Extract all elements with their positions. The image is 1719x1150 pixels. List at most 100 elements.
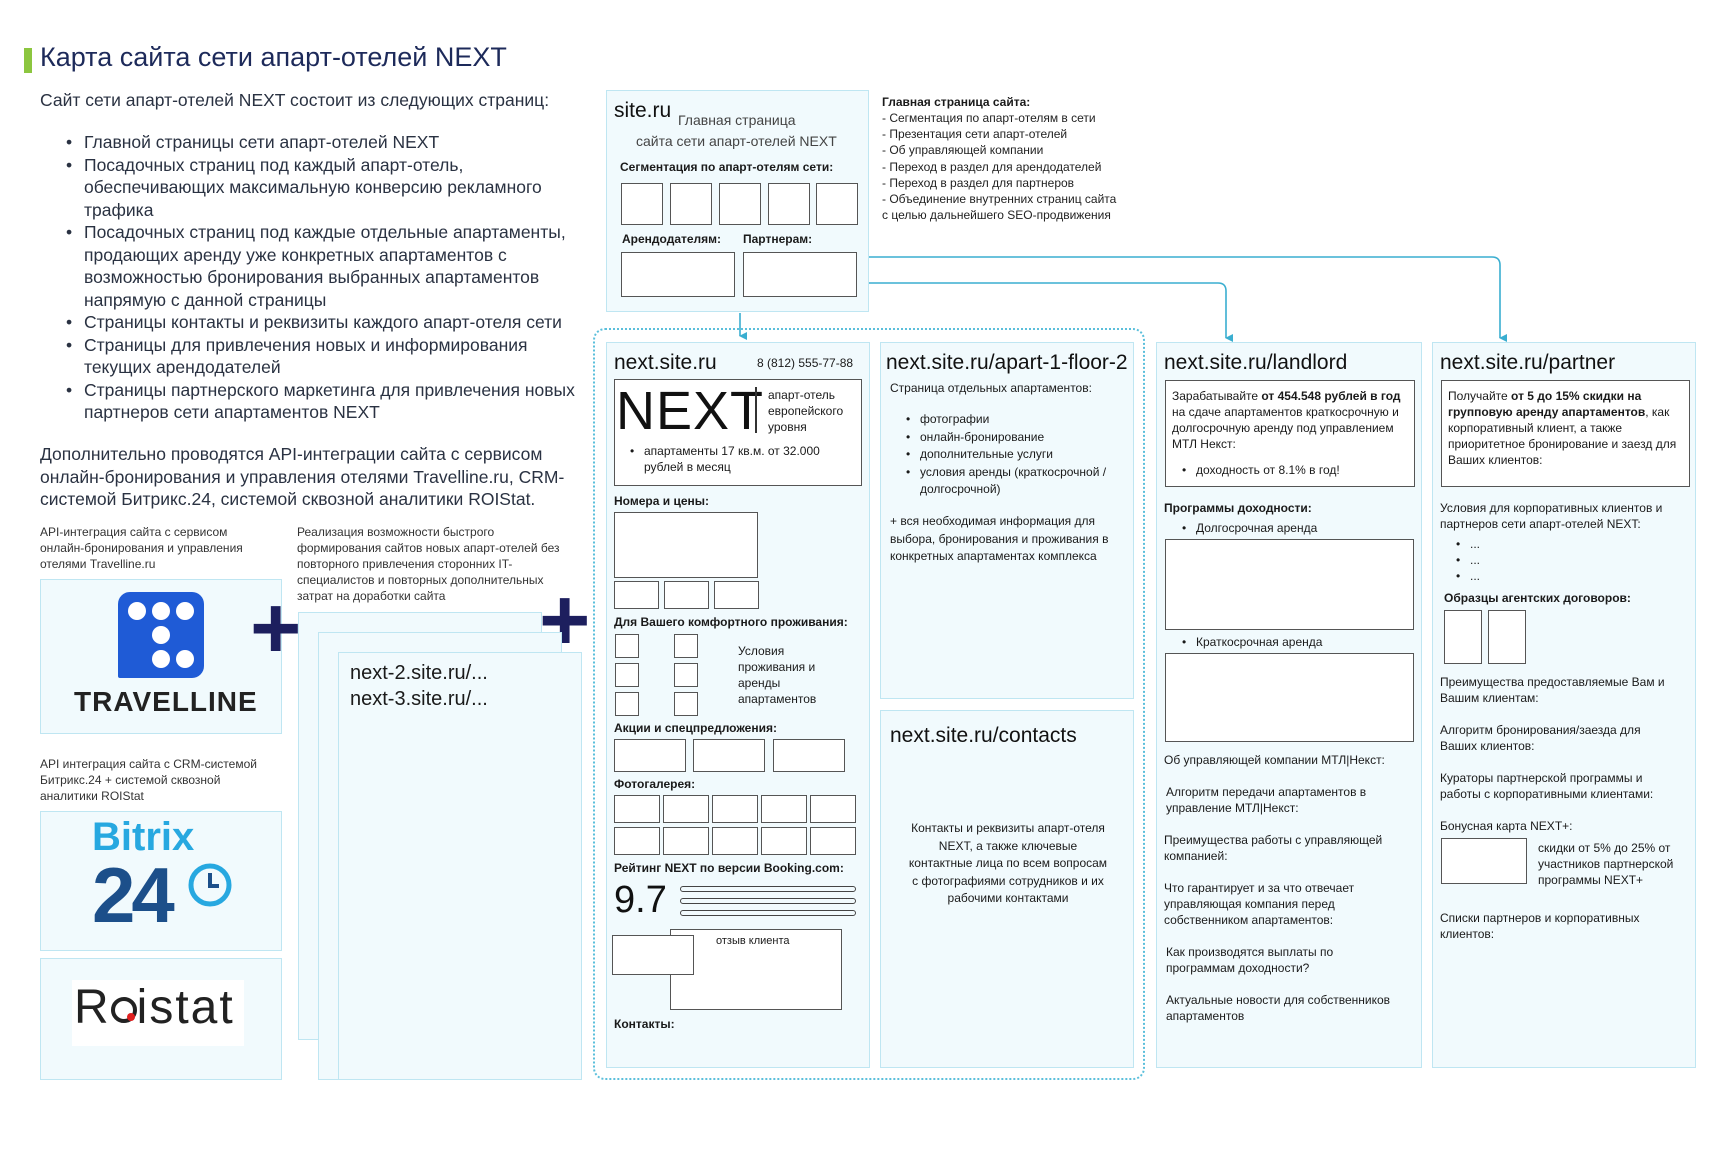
apart-extra: + вся необходимая информация для выбора,… xyxy=(890,514,1109,563)
landlord-text: Преимущества работы с управляющей компан… xyxy=(1164,833,1383,863)
apart-desc: Страница отдельных апартаментов: xyxy=(890,381,1092,395)
main-desc-list: - Сегментация по апарт-отелям в сети - П… xyxy=(882,110,1116,223)
bonus-text: скидки от 5% до 25% от участников партне… xyxy=(1538,841,1674,887)
partner-lists: Списки партнеров и корпоративных клиенто… xyxy=(1440,911,1640,941)
review-photo xyxy=(612,935,694,975)
gallery-photo xyxy=(761,795,807,823)
hotel-thumb xyxy=(719,183,761,225)
partner-conditions: Условия для корпоративных клиентов и пар… xyxy=(1440,501,1663,531)
landlord-offer-item: доходность от 8.1% в год! xyxy=(1180,462,1406,478)
apart-item: условия аренды (краткосрочной / долгосро… xyxy=(904,464,1126,499)
hotel-tagline: апарт-отель европейского уровня xyxy=(768,388,844,434)
rating-bar xyxy=(680,886,856,892)
landlord-offer-pre: Зарабатывайте xyxy=(1172,389,1262,403)
partner-advantages: Преимущества предоставляемые Вам и Вашим… xyxy=(1440,675,1665,705)
partner-dot-item: ... xyxy=(1454,536,1480,552)
comfort-checkbox xyxy=(615,663,639,687)
hotel-thumb xyxy=(621,183,663,225)
roistat-logo-rest: istat xyxy=(136,981,235,1034)
gallery-photo xyxy=(614,827,660,855)
gallery-photo xyxy=(663,795,709,823)
partner-offer-pre: Получайте xyxy=(1448,389,1512,403)
hotel-phone: 8 (812) 555-77-88 xyxy=(757,356,854,370)
hotel-thumb xyxy=(816,183,858,225)
travelline-logo-text: TRAVELLINE xyxy=(74,686,258,717)
intro-list: Главной страницы сети апарт-отелей NEXT … xyxy=(40,131,588,424)
long-term-list: Долгосрочная аренда xyxy=(1180,520,1410,536)
hotel-thumb xyxy=(768,183,810,225)
plus-icon: + xyxy=(250,578,302,677)
rating-label: Рейтинг NEXT по версии Booking.com: xyxy=(614,861,844,875)
landlord-offer-text: Зарабатывайте от 454.548 рублей в год на… xyxy=(1172,388,1410,452)
main-page-subtitle: сайта сети апарт-отелей NEXT xyxy=(636,133,837,149)
partner-dot-item: ... xyxy=(1454,568,1480,584)
travelline-logo-icon xyxy=(118,592,204,678)
offer-block xyxy=(773,739,845,772)
comfort-label: Для Вашего комфортного проживания: xyxy=(614,615,848,629)
main-page-url: site.ru xyxy=(614,99,672,122)
partners-label: Партнерам: xyxy=(743,232,813,246)
bonus-card xyxy=(1441,838,1527,884)
room-thumb xyxy=(714,581,759,609)
subsite-url: next-2.site.ru/... xyxy=(350,662,488,684)
apart-items: фотографии онлайн-бронирование дополните… xyxy=(904,411,1126,499)
main-desc-line: - Переход в раздел для партнеров xyxy=(882,175,1075,190)
samples-label: Образцы агентских договоров: xyxy=(1444,591,1631,605)
intro-list-item: Посадочных страниц под каждый апарт-отел… xyxy=(40,154,588,222)
rooms-label: Номера и цены: xyxy=(614,494,709,508)
partner-algorithm: Алгоритм бронирования/заезда для Ваших к… xyxy=(1440,723,1641,753)
next-logo-divider xyxy=(755,387,757,433)
partner-offer-bold: от 5 до 15% скидки на групповую аренду а… xyxy=(1448,389,1646,419)
landlord-text: Что гарантирует и за что отвечает управл… xyxy=(1164,881,1355,927)
roistat-logo-r: R xyxy=(74,981,111,1034)
gallery-photo xyxy=(663,827,709,855)
landlord-text: Актуальные новости для собственников апа… xyxy=(1166,993,1391,1023)
offers-label: Акции и спецпредложения: xyxy=(614,721,777,735)
comfort-checkbox xyxy=(674,634,698,658)
roistat-o-icon xyxy=(110,997,137,1023)
partner-dots: ... ... ... xyxy=(1454,536,1480,584)
apart-page-panel xyxy=(880,342,1134,699)
landlord-text: Как производятся выплаты по программам д… xyxy=(1166,945,1334,975)
room-thumb xyxy=(664,581,709,609)
apart-page-url: next.site.ru/apart-1-floor-2 xyxy=(886,351,1128,374)
title-accent-bar xyxy=(24,48,32,73)
subsite-panel xyxy=(338,652,582,1080)
next-logo: NEXT xyxy=(616,381,765,441)
review-block xyxy=(670,929,842,1010)
comfort-checkbox xyxy=(674,692,698,716)
partner-dot-item: ... xyxy=(1454,552,1480,568)
rating-bar xyxy=(680,898,856,904)
main-desc-title: Главная страница сайта: xyxy=(882,95,1031,109)
gallery-photo xyxy=(761,827,807,855)
conditions-text: Условия проживания и аренды апартаментов xyxy=(738,644,817,706)
subsite-url: next-3.site.ru/... xyxy=(350,688,488,710)
contract-sample xyxy=(1444,610,1482,664)
gallery-photo xyxy=(810,795,856,823)
comfort-checkbox xyxy=(615,634,639,658)
page-title: Карта сайта сети апарт-отелей NEXT xyxy=(40,42,507,72)
main-desc-line: - Объединение внутренних страниц сайта xyxy=(882,192,1117,207)
partner-page-url: next.site.ru/partner xyxy=(1440,351,1616,374)
api-text: Дополнительно проводятся API-интеграции … xyxy=(40,444,565,509)
landlords-block xyxy=(621,252,735,297)
review-label: отзыв клиента xyxy=(716,935,790,947)
hotel-page-url: next.site.ru xyxy=(614,351,717,374)
partner-curators: Кураторы партнерской программы и работы … xyxy=(1440,771,1654,801)
intro-list-item: Страницы контакты и реквизиты каждого ап… xyxy=(40,311,588,334)
intro-text: Сайт сети апарт-отелей NEXT состоит из с… xyxy=(40,90,550,110)
bitrix-note: API интеграция сайта с CRM-системой Битр… xyxy=(40,757,257,803)
landlord-offer-bold: от 454.548 рублей в год xyxy=(1261,389,1401,403)
bitrix-panel xyxy=(40,811,282,951)
hotel-promo-item: апартаменты 17 кв.м. от 32.000 рублей в … xyxy=(628,443,856,475)
gallery-photo xyxy=(712,795,758,823)
main-desc-line: - Об управляющей компании xyxy=(882,143,1044,158)
roistat-logo-bg xyxy=(72,980,244,1046)
short-term-list: Краткосрочная аренда xyxy=(1180,634,1410,650)
short-term-item: Краткосрочная аренда xyxy=(1180,634,1410,650)
programs-label: Программы доходности: xyxy=(1164,501,1312,515)
landlord-text: Об управляющей компании МТЛ|Некст: xyxy=(1164,753,1385,767)
hotel-promo: апартаменты 17 кв.м. от 32.000 рублей в … xyxy=(628,443,856,475)
